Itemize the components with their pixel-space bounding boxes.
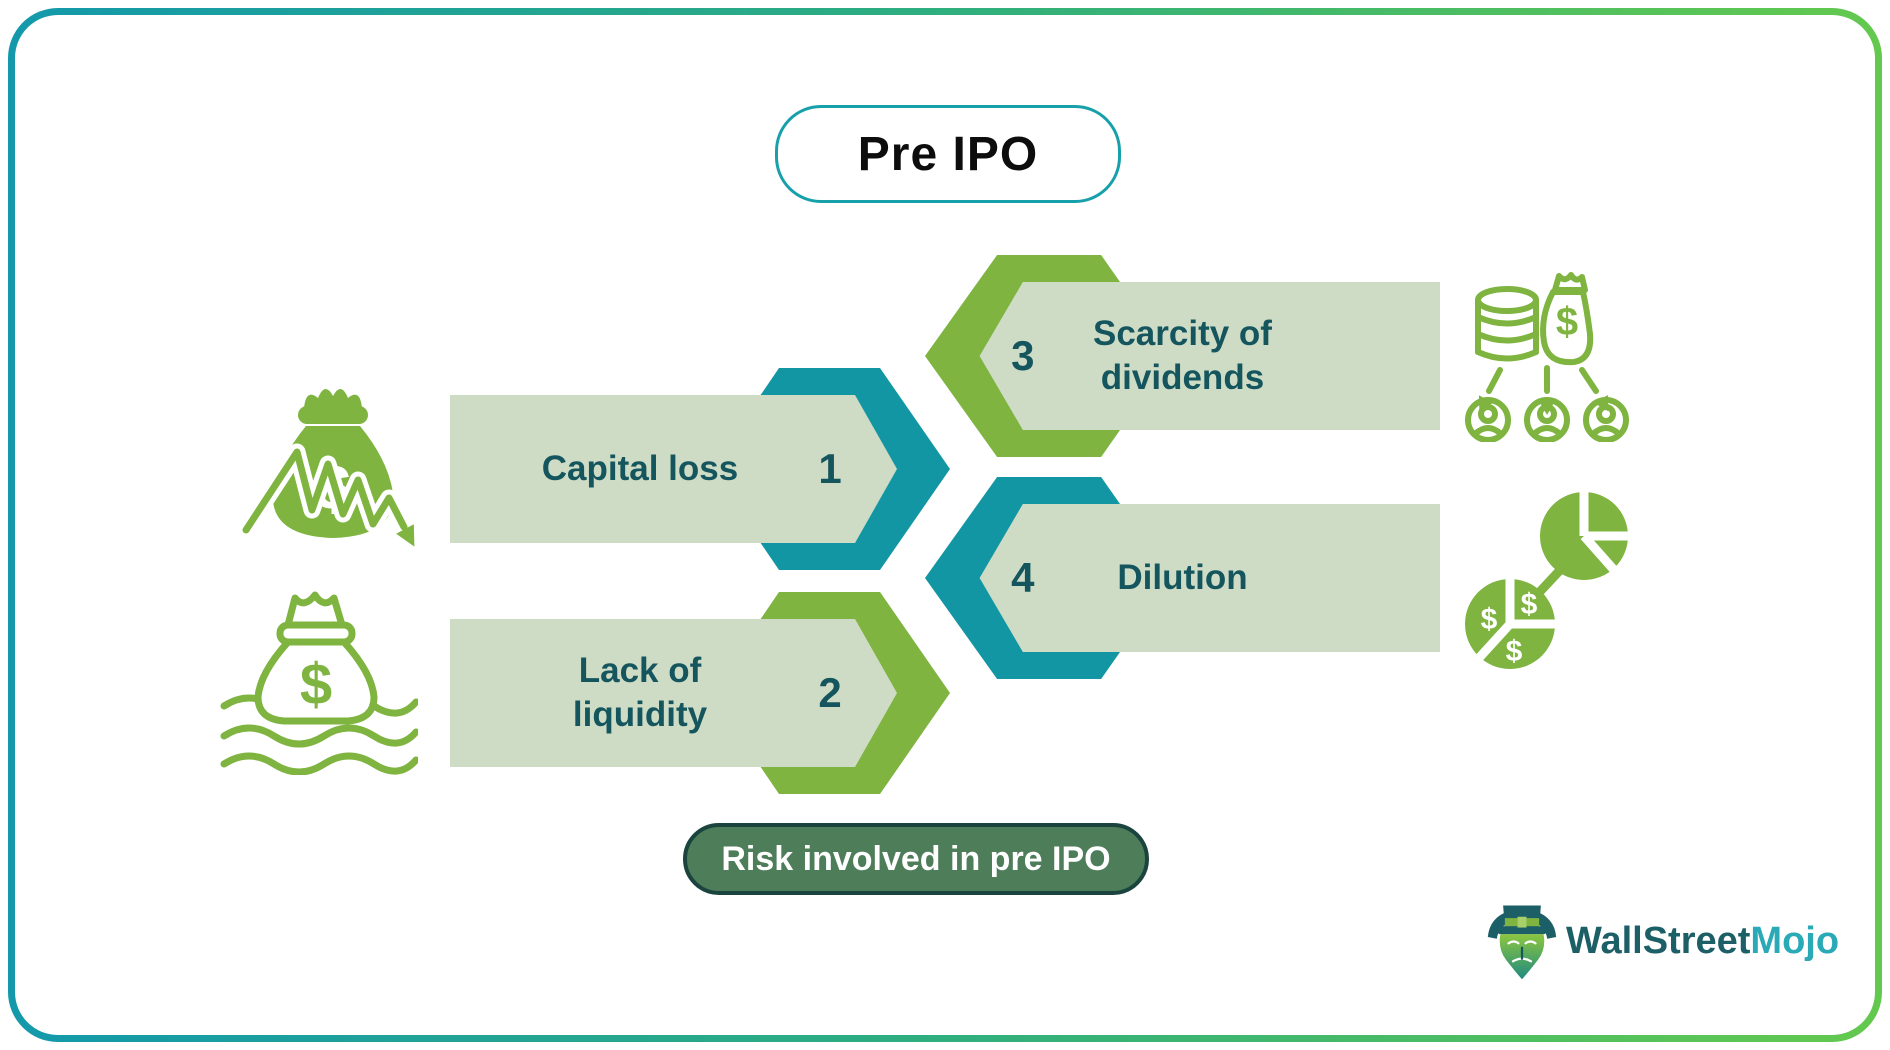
banner-scarcity-of-dividends: 3 Scarcity of dividends bbox=[925, 255, 1440, 457]
bull-mascot-icon bbox=[1487, 905, 1557, 980]
brand-name-secondary: Mojo bbox=[1750, 920, 1840, 962]
brand-name-primary: WallStreet bbox=[1566, 920, 1751, 962]
brand-logo: WallStreetMojo bbox=[1486, 901, 1839, 982]
caption-pill: Risk involved in pre IPO bbox=[683, 823, 1149, 895]
banner-dilution: 4 Dilution bbox=[925, 477, 1440, 679]
scarcity-of-dividends-icon: $ bbox=[1462, 272, 1632, 443]
lack-of-liquidity-icon: $ bbox=[218, 585, 420, 776]
chevron-left-green-shape bbox=[925, 255, 1440, 457]
banner-capital-loss: 1 Capital loss bbox=[450, 368, 950, 570]
chevron-right-green-shape bbox=[450, 592, 950, 794]
banner-number: 2 bbox=[818, 669, 842, 716]
capital-loss-icon: $ bbox=[237, 378, 425, 563]
banner-lack-of-liquidity: 2 Lack of liquidity bbox=[450, 592, 950, 794]
banner-label: Lack of liquidity bbox=[572, 651, 708, 734]
page-title: Pre IPO bbox=[857, 127, 1039, 181]
dollar-glyph: $ bbox=[1521, 588, 1538, 621]
banner-label: Scarcity of dividends bbox=[1093, 314, 1272, 397]
banner-number: 1 bbox=[818, 445, 842, 492]
dollar-glyph: $ bbox=[1556, 300, 1578, 344]
dilution-icon: $ $ $ bbox=[1462, 486, 1637, 671]
banner-label: Capital loss bbox=[541, 449, 739, 489]
banner-number: 3 bbox=[1011, 332, 1035, 379]
chevron-right-teal-shape bbox=[450, 368, 950, 570]
caption-text: Risk involved in pre IPO bbox=[721, 839, 1111, 878]
title-pill: Pre IPO bbox=[775, 105, 1121, 203]
chevron-left-teal-shape bbox=[925, 477, 1440, 679]
brand-name: WallStreetMojo bbox=[1566, 920, 1839, 963]
dollar-glyph: $ bbox=[1506, 635, 1523, 668]
banner-number: 4 bbox=[1011, 554, 1035, 601]
banner-label: Dilution bbox=[1117, 558, 1248, 598]
dollar-glyph: $ bbox=[300, 652, 332, 717]
dollar-glyph: $ bbox=[1481, 603, 1498, 636]
